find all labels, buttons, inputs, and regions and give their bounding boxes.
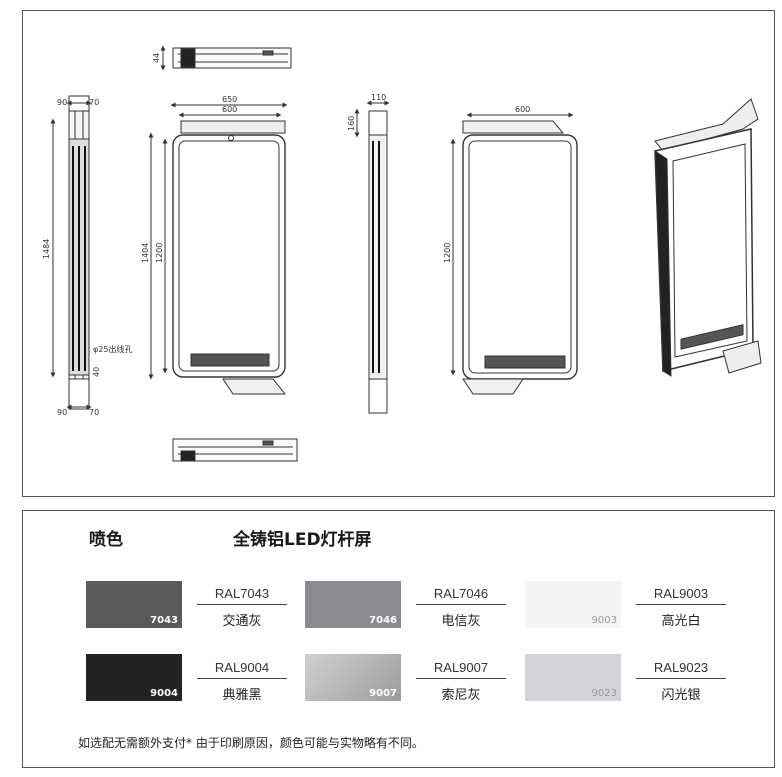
color-name: 典雅黑 xyxy=(222,688,262,703)
swatch-number: 9004 xyxy=(150,688,178,699)
dim-front-outer-height: 1404 xyxy=(141,243,150,263)
dim-top-depth: 44 xyxy=(152,53,161,63)
dim-front-outer-width: 650 xyxy=(222,95,237,104)
color-code: RAL7043 xyxy=(197,586,287,605)
dim-back-width: 600 xyxy=(515,105,530,114)
color-name: 闪光银 xyxy=(661,688,701,703)
color-code: RAL9007 xyxy=(416,660,506,679)
product-title: 全铸铝LED灯杆屏 xyxy=(233,530,372,550)
color-label-9007: RAL9007 索尼灰 xyxy=(416,660,506,703)
swatch-9007[interactable]: 9007 xyxy=(305,654,401,701)
cable-hole-note: φ25出线孔 xyxy=(93,344,132,354)
dim-front-inner-width: 600 xyxy=(222,105,237,114)
technical-drawing: 44 90 70 1484 90 70 40 φ25出线孔 650 600 14… xyxy=(42,45,762,462)
color-code: RAL7046 xyxy=(416,586,506,605)
dim-left-hole-offset: 40 xyxy=(92,367,101,377)
spray-title: 喷色 xyxy=(89,530,123,550)
color-label-7046: RAL7046 电信灰 xyxy=(416,586,506,629)
dim-left-top-b: 70 xyxy=(89,98,99,107)
swatch-number: 7043 xyxy=(150,615,178,626)
swatch-9023[interactable]: 9023 xyxy=(525,654,621,701)
swatch-number: 9003 xyxy=(591,615,617,626)
swatch-number: 7046 xyxy=(369,615,397,626)
color-code: RAL9004 xyxy=(197,660,287,679)
color-name: 高光白 xyxy=(661,614,701,629)
dim-side2-width: 110 xyxy=(371,93,386,102)
left-side-view xyxy=(50,95,92,410)
dim-front-inner-height: 1200 xyxy=(155,243,164,263)
swatch-number: 9023 xyxy=(591,688,617,699)
top-view xyxy=(160,45,292,71)
color-code: RAL9003 xyxy=(636,586,726,605)
dim-side2-offset: 160 xyxy=(347,116,356,131)
dim-back-height: 1200 xyxy=(443,243,452,263)
color-label-9004: RAL9004 典雅黑 xyxy=(197,660,287,703)
color-name: 交通灰 xyxy=(222,614,262,629)
color-label-9003: RAL9003 高光白 xyxy=(636,586,726,629)
color-name: 电信灰 xyxy=(441,614,481,629)
side-view-2 xyxy=(354,100,390,414)
color-label-7043: RAL7043 交通灰 xyxy=(197,586,287,629)
swatch-7046[interactable]: 7046 xyxy=(305,581,401,628)
bottom-view xyxy=(172,438,298,462)
swatch-number: 9007 xyxy=(369,688,397,699)
color-code: RAL9023 xyxy=(636,660,726,679)
color-name: 索尼灰 xyxy=(441,688,481,703)
dim-left-bottom-a: 90 xyxy=(57,408,67,417)
front-view xyxy=(148,102,288,395)
swatch-7043[interactable]: 7043 xyxy=(86,581,182,628)
color-options-panel: 喷色 全铸铝LED灯杆屏 7043 RAL7043 交通灰 7046 RAL70… xyxy=(22,510,775,768)
dim-left-top-a: 90 xyxy=(57,98,67,107)
swatch-9003[interactable]: 9003 xyxy=(525,581,621,628)
back-view xyxy=(450,112,578,395)
color-label-9023: RAL9023 闪光银 xyxy=(636,660,726,703)
footnote: 如选配无需额外支付* 由于印刷原因，颜色可能与实物略有不同。 xyxy=(78,736,424,750)
dim-left-height: 1484 xyxy=(42,239,51,259)
technical-drawing-panel: 44 90 70 1484 90 70 40 φ25出线孔 650 600 14… xyxy=(22,10,775,497)
perspective-view xyxy=(654,98,762,377)
swatch-9004[interactable]: 9004 xyxy=(86,654,182,701)
dim-left-bottom-b: 70 xyxy=(89,408,99,417)
